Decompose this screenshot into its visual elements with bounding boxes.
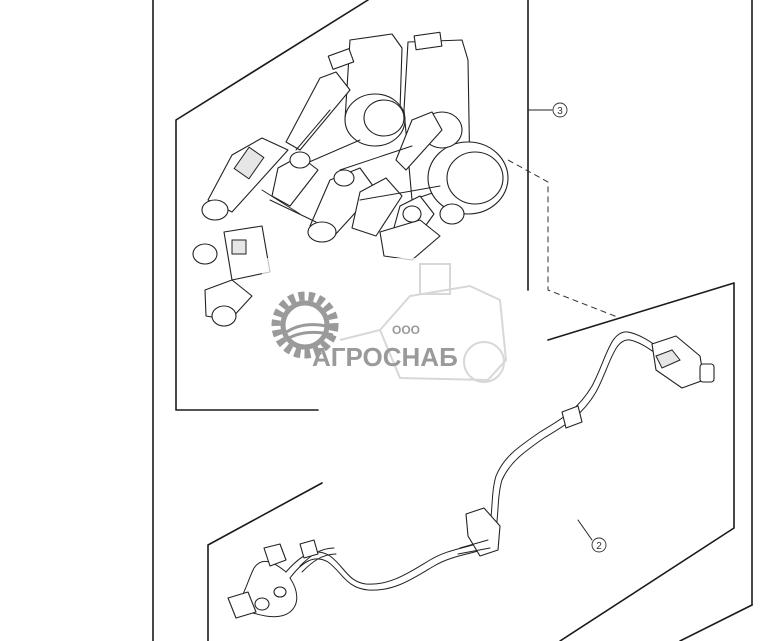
watermark-prefix: ООО — [392, 323, 420, 337]
watermark-name: АГРОСНАБ — [312, 342, 458, 372]
harvester-icon — [339, 263, 508, 383]
page-frame — [152, 0, 753, 641]
callout-2: 2 — [577, 519, 607, 553]
callout-3-label: 3 — [557, 106, 563, 117]
frame-valve-assembly — [175, 0, 529, 411]
watermark: ООО АГРОСНАБ — [262, 258, 524, 383]
alignment-dashes — [507, 159, 621, 319]
gear-logo-icon — [271, 291, 339, 359]
wiring-harness — [227, 331, 715, 619]
callout-2-label: 2 — [596, 541, 602, 552]
callout-3: 3 — [528, 102, 568, 118]
frame-wiring-harness — [207, 282, 735, 641]
control-valve-assembly — [192, 31, 509, 327]
